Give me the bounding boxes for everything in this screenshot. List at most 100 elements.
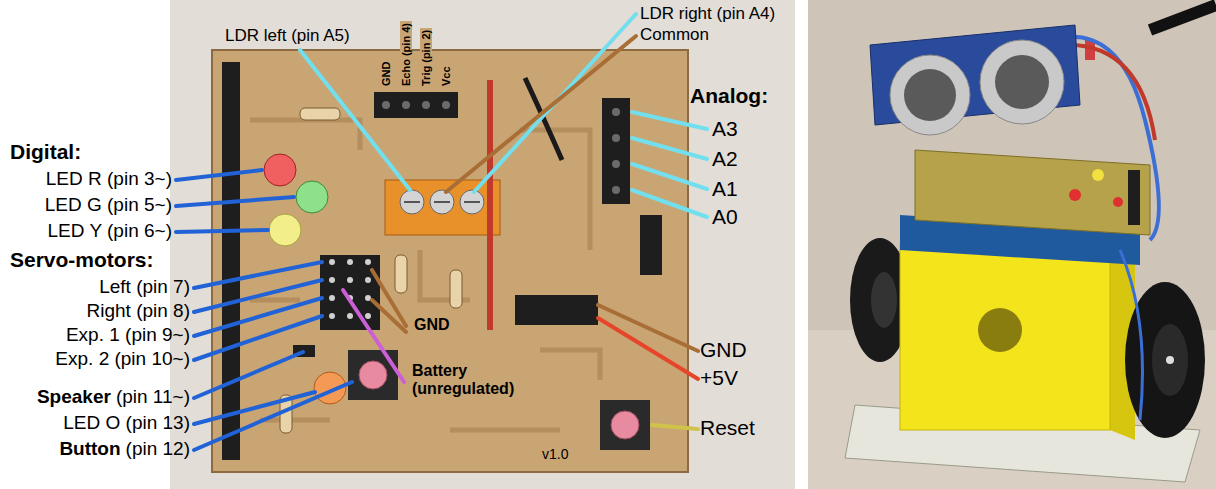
servo-pins [365, 259, 371, 265]
servo-pins [347, 277, 353, 283]
shield-board [1069, 189, 1081, 201]
servo-pins [329, 313, 335, 319]
push-button [348, 350, 398, 400]
servo-pins [347, 259, 353, 265]
push-button [611, 411, 639, 439]
terminal-block [385, 180, 500, 235]
leader-line [194, 352, 352, 450]
sensor-label: LDR left (pin A5) [225, 26, 350, 46]
robot-photo-background [808, 0, 1216, 489]
pin-header [382, 101, 390, 109]
robot-wheel [871, 272, 897, 328]
pin-header [640, 215, 662, 275]
power-label: GND [700, 338, 747, 362]
header-pin-label: GND [380, 60, 392, 88]
header-pin-label: Trig (pin 2) [420, 28, 432, 88]
pin-header [612, 186, 620, 194]
servo-pins [329, 259, 335, 265]
pin-label: Exp. 2 (pin 10~) [55, 348, 190, 370]
pin-label: LED R (pin 3~) [46, 168, 172, 190]
led-symbol [296, 181, 328, 213]
leader-line [300, 14, 636, 192]
pin-header [612, 134, 620, 142]
resistor-symbol [450, 270, 462, 308]
servo-pins [347, 313, 353, 319]
header-pin-label: Vcc [440, 64, 452, 88]
version-mark: v1.0 [540, 446, 570, 462]
pin-header [602, 98, 630, 204]
photo-background [170, 0, 795, 489]
robot-chassis [900, 245, 1135, 440]
pin-label: (pin 11~) [116, 386, 190, 408]
pin-header [222, 62, 240, 460]
wire [1120, 250, 1143, 420]
pcb-board [212, 50, 688, 472]
header-pin-label: Echo (pin 4) [400, 21, 412, 88]
shield-board [1092, 169, 1104, 181]
leader-line [632, 112, 707, 217]
ultrasonic-sensor [890, 55, 970, 135]
analog-pin-label: A0 [712, 205, 738, 229]
terminal-block [385, 180, 500, 235]
shield-board [915, 150, 1150, 235]
power-label: GND [412, 316, 452, 334]
pin-header [442, 101, 450, 109]
pin-label: LED G (pin 5~) [45, 194, 172, 216]
robot-wheel [1152, 324, 1188, 396]
servo-pins [329, 277, 335, 283]
section-heading: Analog: [690, 84, 768, 108]
pin-label: LED Y (pin 6~) [48, 220, 172, 242]
resistor-symbol [300, 108, 340, 120]
section-heading: Servo-motors: [10, 248, 154, 272]
pin-header [422, 101, 430, 109]
pcb-board [250, 120, 600, 430]
leader-line [652, 425, 698, 429]
leader-line [194, 262, 322, 360]
servo-pins [365, 277, 371, 283]
led-symbol [264, 154, 296, 186]
photo-background [170, 0, 795, 489]
leader-line [343, 290, 404, 382]
ultrasonic-sensor [904, 69, 956, 121]
wire [1150, 5, 1216, 30]
robot-wheel [1166, 356, 1174, 364]
pin-header [612, 160, 620, 168]
leader-line [176, 170, 294, 232]
sensor-label: Common [640, 25, 709, 45]
robot-chassis [900, 245, 1110, 430]
led-symbol [269, 214, 301, 246]
pin-header [320, 255, 380, 330]
servo-pins [365, 313, 371, 319]
pin-label: Exp. 1 (pin 9~) [66, 324, 190, 346]
analog-pin-label: A1 [712, 177, 738, 201]
analog-pin-label: A3 [712, 117, 738, 141]
ultrasonic-sensor [980, 40, 1064, 124]
button-label: Reset [700, 416, 755, 440]
pin-label: Left (pin 7) [99, 276, 190, 298]
shield-board [1113, 197, 1123, 207]
wire [487, 80, 493, 330]
part-name: Speaker [37, 386, 111, 408]
shield-board [1128, 170, 1140, 225]
section-heading: Digital: [10, 140, 81, 164]
pin-label: (pin 12) [126, 438, 190, 460]
ultrasonic-sensor [870, 25, 1080, 135]
terminal-block [404, 201, 480, 203]
leader-line [176, 14, 707, 450]
servo-pins [329, 295, 335, 301]
pcb-board [212, 50, 688, 472]
power-label: +5V [700, 366, 738, 390]
led-symbol [264, 154, 346, 404]
push-button [600, 400, 650, 450]
pin-label: LED O (pin 13) [63, 412, 190, 434]
pin-header [515, 295, 598, 325]
resistor-symbol [395, 255, 407, 293]
wire [490, 78, 562, 330]
part-name: Button [59, 438, 120, 460]
power-label: Battery (unregulated) [410, 362, 516, 399]
pin-header [402, 101, 410, 109]
servo-pins [329, 259, 371, 319]
wire [525, 78, 562, 160]
leader-line [598, 318, 698, 379]
